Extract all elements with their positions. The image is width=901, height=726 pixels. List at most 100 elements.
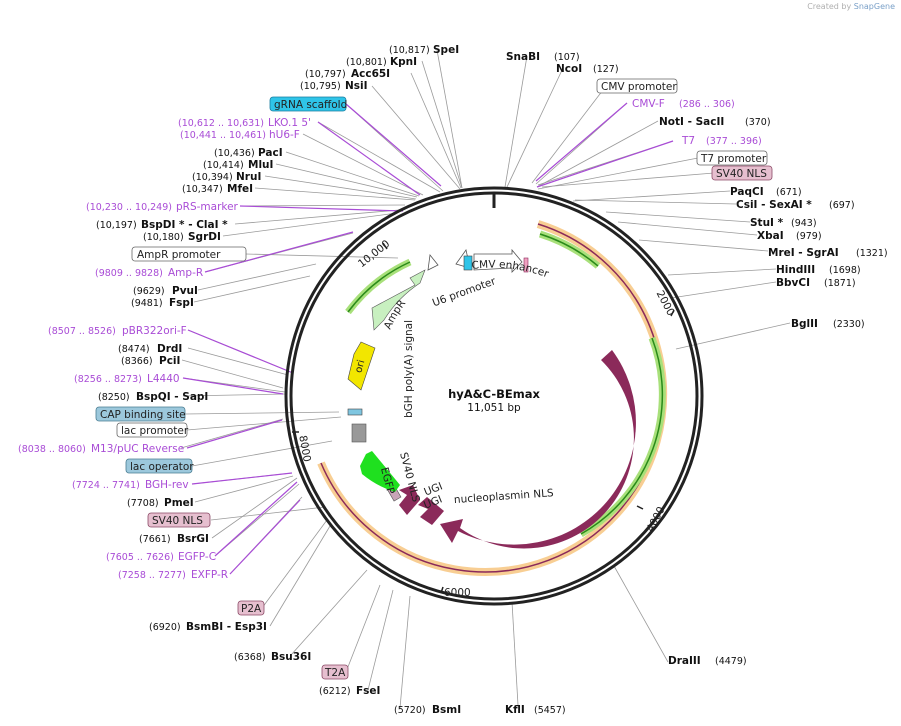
pvui-pos: (9629)	[133, 286, 165, 297]
primer-leaders	[182, 102, 674, 575]
u6-promoter-label: U6 promoter	[431, 275, 498, 309]
green-ring-left-core	[347, 261, 411, 313]
stui-name: StuI *	[750, 217, 784, 229]
bspqi-name: BspQI - SapI	[136, 391, 208, 403]
cas9-label: Cas9	[584, 477, 609, 505]
lko-pos: (10,612 .. 10,631)	[178, 118, 264, 129]
bsu36i-name: Bsu36I	[271, 651, 311, 663]
t2a-tag[interactable]	[321, 664, 349, 680]
bgh-polya-label: bGH poly(A) signal	[403, 320, 415, 418]
pbr-pos: (8507 .. 8526)	[48, 326, 116, 337]
p2a-tag[interactable]	[237, 600, 265, 616]
paci-name: PacI	[258, 147, 283, 159]
cmv-promoter-tag[interactable]	[596, 78, 678, 94]
kfli-pos: (5457)	[534, 705, 566, 716]
pbr-name: pBR322ori-F	[122, 325, 187, 337]
cmv-enhancer-label: CMV enhancer	[471, 259, 551, 281]
nucleoplasmin-nls-label: nucleoplasmin NLS	[454, 487, 555, 506]
lac-operator-tag[interactable]	[125, 458, 193, 474]
csii-pos: (697)	[829, 200, 855, 211]
bspdi-pos: (10,197)	[96, 220, 137, 231]
grna-scaffold-tag[interactable]	[269, 96, 347, 112]
nsii-pos: (10,795)	[300, 81, 341, 92]
sv40-nls-left-tag[interactable]	[147, 512, 211, 528]
hindiii-pos: (1698)	[829, 265, 861, 276]
sv40-nls-left-text: SV40 NLS	[152, 515, 203, 527]
xbai-pos: (979)	[796, 231, 822, 242]
bsmbi-pos: (6920)	[149, 622, 181, 633]
grna-scaffold-feature[interactable]	[463, 255, 473, 271]
noti-name: NotI - SacII	[659, 116, 724, 128]
bgh-name: BGH-rev	[145, 479, 189, 491]
lac-promoter-text: lac promoter	[121, 425, 189, 437]
backbone-outer	[284, 186, 704, 606]
sv40-nls-right-tag[interactable]	[711, 165, 773, 181]
lac-operator-text: lac operator	[130, 461, 194, 473]
mlui-name: MluI	[248, 159, 273, 171]
fspi-pos: (9481)	[131, 298, 163, 309]
bsrgi-pos: (7661)	[139, 534, 171, 545]
leader-lines	[180, 49, 791, 709]
hindiii-name: HindIII	[776, 264, 815, 276]
cap-binding-tag[interactable]	[95, 406, 186, 422]
prs-name: pRS-marker	[176, 201, 239, 213]
egfp-feature[interactable]	[360, 451, 400, 492]
green-ring-right-core	[580, 337, 664, 535]
pmei-pos: (7708)	[127, 498, 159, 509]
hu6-name: hU6-F	[269, 129, 300, 141]
xbai-name: XbaI	[757, 230, 784, 242]
pcii-name: PciI	[159, 355, 180, 367]
kpni-name: KpnI	[390, 56, 417, 68]
tick-8000: 8000	[296, 434, 312, 462]
mfei-pos: (10,347)	[182, 184, 223, 195]
fspi-name: FspI	[169, 297, 194, 309]
ugi-feature-2[interactable]	[418, 497, 444, 525]
acc65i-name: Acc65I	[351, 68, 390, 80]
t7-promoter-feature[interactable]	[523, 257, 529, 273]
bspdi-name: BspDI * - ClaI *	[141, 219, 228, 231]
paqci-name: PaqCI	[730, 186, 764, 198]
bgh-polya-feature[interactable]	[351, 423, 367, 443]
watermark-brand: SnapGene	[853, 2, 895, 11]
nrui-pos: (10,394)	[192, 172, 233, 183]
pcii-pos: (8366)	[121, 356, 153, 367]
plasmid-name: hyA&C-BEmax	[448, 387, 540, 401]
m13-pos: (8038 .. 8060)	[18, 444, 86, 455]
paci-pos: (10,436)	[214, 148, 255, 159]
egfpc-name: EGFP-C	[178, 551, 216, 563]
t7-name: T7	[681, 135, 695, 147]
ampr-promoter-feature[interactable]	[427, 254, 439, 271]
cmv-enhancer-feature[interactable]	[473, 248, 523, 273]
drdi-pos: (8474)	[118, 344, 150, 355]
snapgene-watermark: Created by SnapGene	[807, 2, 895, 11]
t7-promoter-text: T7 promoter	[700, 153, 767, 165]
egfpc-pos: (7605 .. 7626)	[106, 552, 174, 563]
bsmi-name: BsmI	[432, 704, 461, 716]
pmei-name: PmeI	[164, 497, 194, 509]
mrei-name: MreI - SgrAI	[768, 247, 839, 259]
t2a-text: T2A	[324, 667, 346, 679]
green-ring-top-core	[539, 233, 599, 267]
t7-promoter-tag[interactable]	[696, 150, 768, 166]
csii-name: CsiI - SexAI *	[736, 199, 812, 211]
t7-pos: (377 .. 396)	[706, 136, 762, 147]
paqci-pos: (671)	[776, 187, 802, 198]
cas9-feature[interactable]	[440, 350, 636, 549]
snabi-name: SnaBI	[506, 51, 540, 63]
nrui-name: NruI	[236, 171, 261, 183]
ugi-feature-1[interactable]	[399, 485, 420, 515]
ampr-r-pos: (9809 .. 9828)	[95, 268, 163, 279]
draiii-name: DraIII	[668, 655, 701, 667]
sgrdi-pos: (10,180)	[143, 232, 184, 243]
ampr-promoter-tag[interactable]	[131, 246, 247, 262]
ampr-feature[interactable]	[371, 269, 426, 331]
lac-promoter-tag[interactable]	[116, 422, 188, 438]
bglii-pos: (2330)	[833, 319, 865, 330]
spei-name: SpeI	[433, 44, 459, 56]
bglii-name: BglII	[791, 318, 818, 330]
snabi-pos: (107)	[554, 52, 580, 63]
watermark-prefix: Created by	[807, 2, 852, 11]
lac-operator-feature[interactable]	[347, 408, 363, 416]
bsrgi-name: BsrGI	[177, 533, 209, 545]
ori-feature[interactable]	[347, 341, 376, 391]
